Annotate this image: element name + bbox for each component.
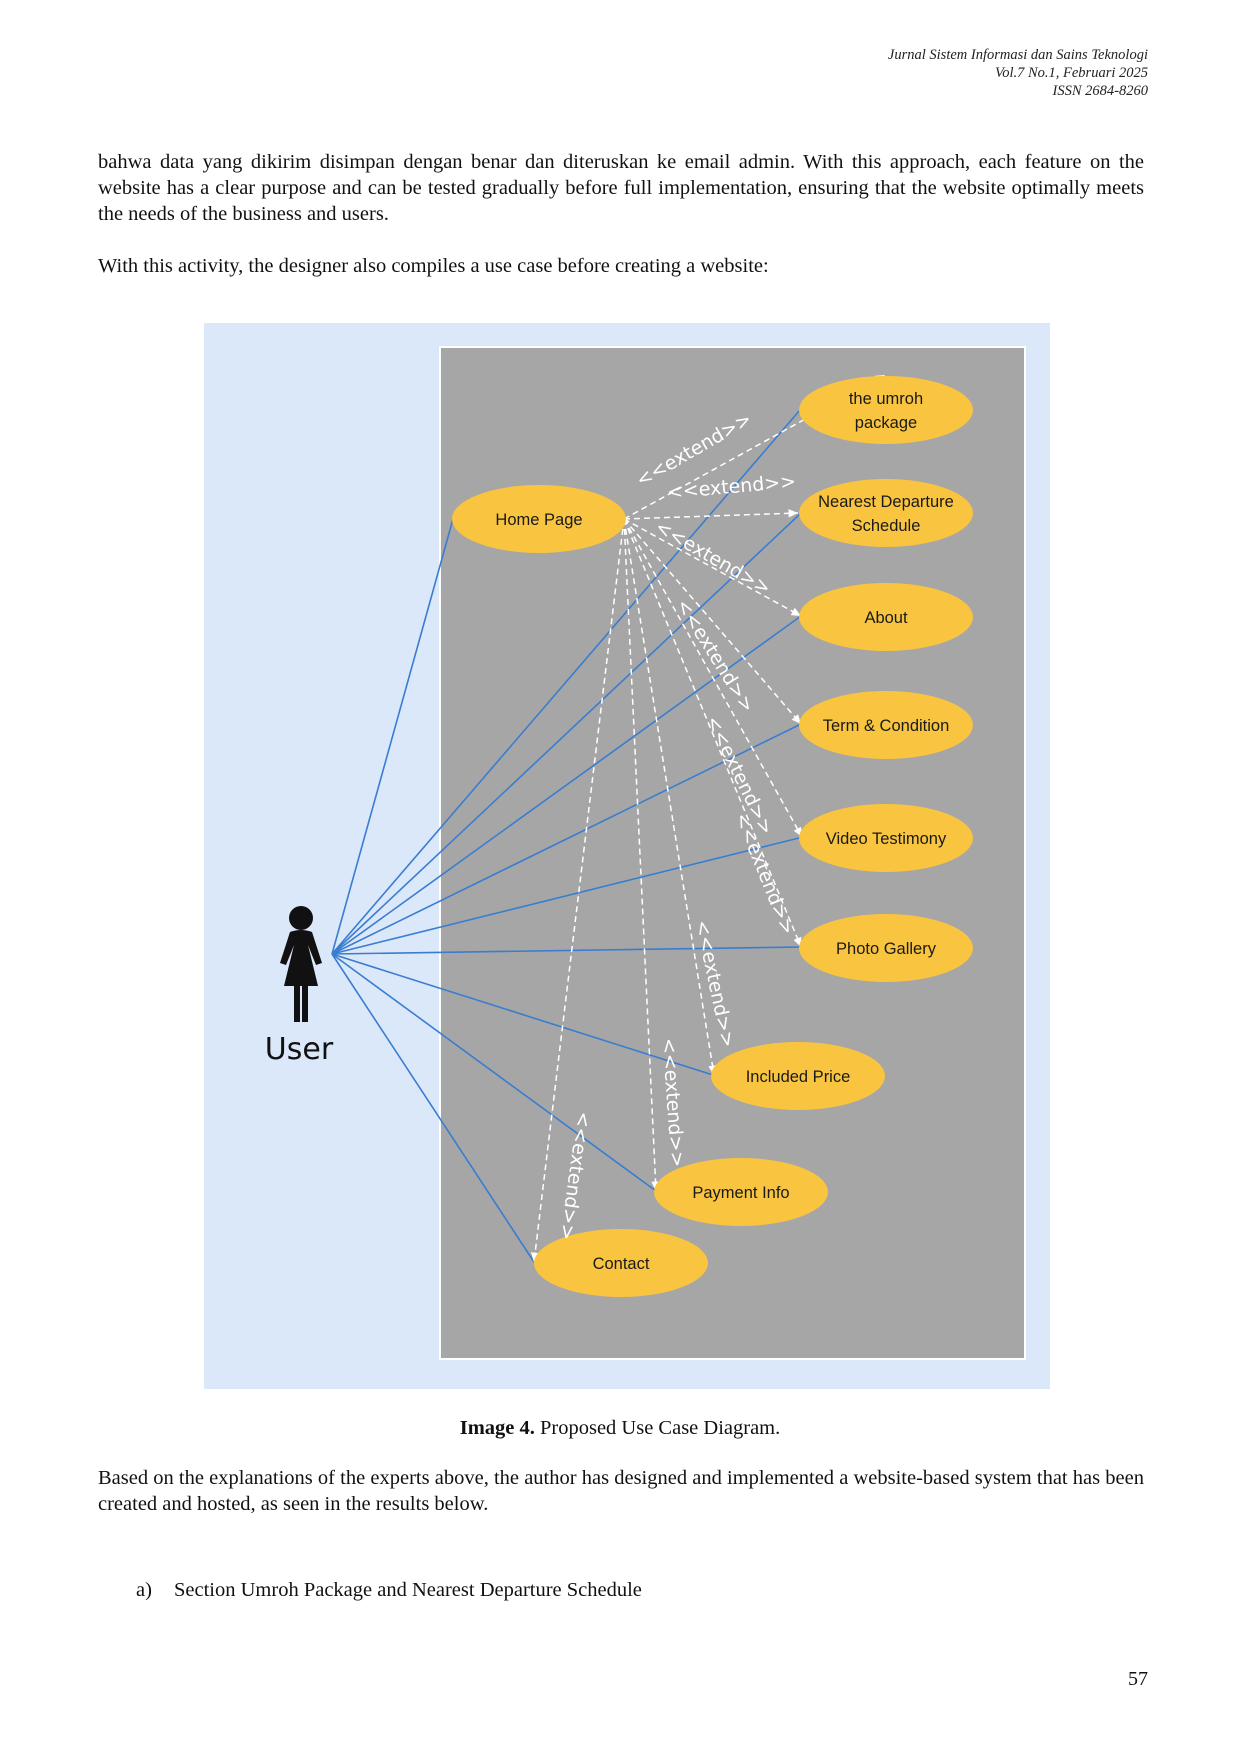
association-line-nearest: [331, 512, 802, 955]
figure-caption: Image 4. Proposed Use Case Diagram.: [0, 1415, 1240, 1441]
extend-arrow-about: [623, 518, 802, 617]
association-line-photo: [331, 946, 802, 955]
association-line-term: [331, 723, 802, 955]
extend-arrow-contact: [530, 518, 625, 1263]
page-number: 57: [1128, 1668, 1148, 1690]
extend-arrow-nearest: [623, 509, 799, 520]
use-case-label-about: About: [864, 609, 908, 627]
extend-arrow-term: [623, 518, 802, 725]
use-case-label-photo: Photo Gallery: [836, 940, 937, 958]
actor-user: User: [265, 906, 334, 1067]
use-case-home: [452, 485, 626, 553]
list-text: Section Umroh Package and Nearest Depart…: [174, 1579, 642, 1601]
use-case-label-umroh: package: [855, 414, 917, 432]
use-case-about: [799, 583, 973, 651]
use-case-price: [711, 1042, 885, 1110]
use-case-label-umroh: the umroh: [849, 390, 923, 408]
body-paragraph-1: bahwa data yang dikirim disimpan dengan …: [98, 151, 1144, 225]
use-case-label-nearest: Schedule: [852, 517, 921, 535]
journal-issn: ISSN 2684-8260: [1052, 83, 1148, 99]
figure-caption-label: Image 4.: [459, 1417, 535, 1439]
extend-arrow-payment: [623, 518, 660, 1192]
use-case-payment: [654, 1158, 828, 1226]
use-case-video: [799, 804, 973, 872]
use-case-label-payment: Payment Info: [692, 1184, 789, 1202]
user-icon: [280, 906, 322, 1022]
figure-caption-text: Proposed Use Case Diagram.: [534, 1417, 781, 1439]
association-line-contact: [331, 953, 535, 1263]
list-item-a: a) Section Umroh Package and Nearest Depa…: [136, 1577, 642, 1603]
use-case-umroh: [799, 376, 973, 444]
extend-arrow-video: [623, 518, 803, 838]
association-line-video: [331, 836, 804, 955]
association-line-about: [331, 615, 802, 955]
journal-header: Jurnal Sistem Informasi dan Sains Teknol…: [888, 46, 1148, 100]
use-case-contact: [534, 1229, 708, 1297]
journal-volume: Vol.7 No.1, Februari 2025: [994, 65, 1148, 81]
use-case-label-price: Included Price: [746, 1068, 851, 1086]
association-line-price: [331, 953, 714, 1076]
use-case-label-nearest: Nearest Departure: [818, 493, 954, 511]
use-case-label-video: Video Testimony: [826, 830, 947, 848]
use-case-label-term: Term & Condition: [823, 717, 950, 735]
association-line-umroh: [331, 409, 801, 955]
actor-label: User: [265, 1032, 334, 1067]
association-line-payment: [331, 953, 657, 1192]
use-case-term: [799, 691, 973, 759]
extend-arrow-photo: [623, 518, 802, 948]
association-line-home: [331, 518, 454, 955]
use-case-nearest: [799, 479, 973, 547]
use-case-label-home: Home Page: [495, 511, 582, 529]
body-paragraph-2: With this activity, the designer also co…: [98, 255, 769, 277]
list-marker: a): [136, 1579, 152, 1601]
use-case-label-contact: Contact: [593, 1255, 650, 1273]
body-paragraph-3: Based on the explanations of the experts…: [98, 1467, 1144, 1515]
journal-title: Jurnal Sistem Informasi dan Sains Teknol…: [887, 47, 1148, 63]
use-case-photo: [799, 914, 973, 982]
extend-arrow-price: [623, 518, 717, 1076]
